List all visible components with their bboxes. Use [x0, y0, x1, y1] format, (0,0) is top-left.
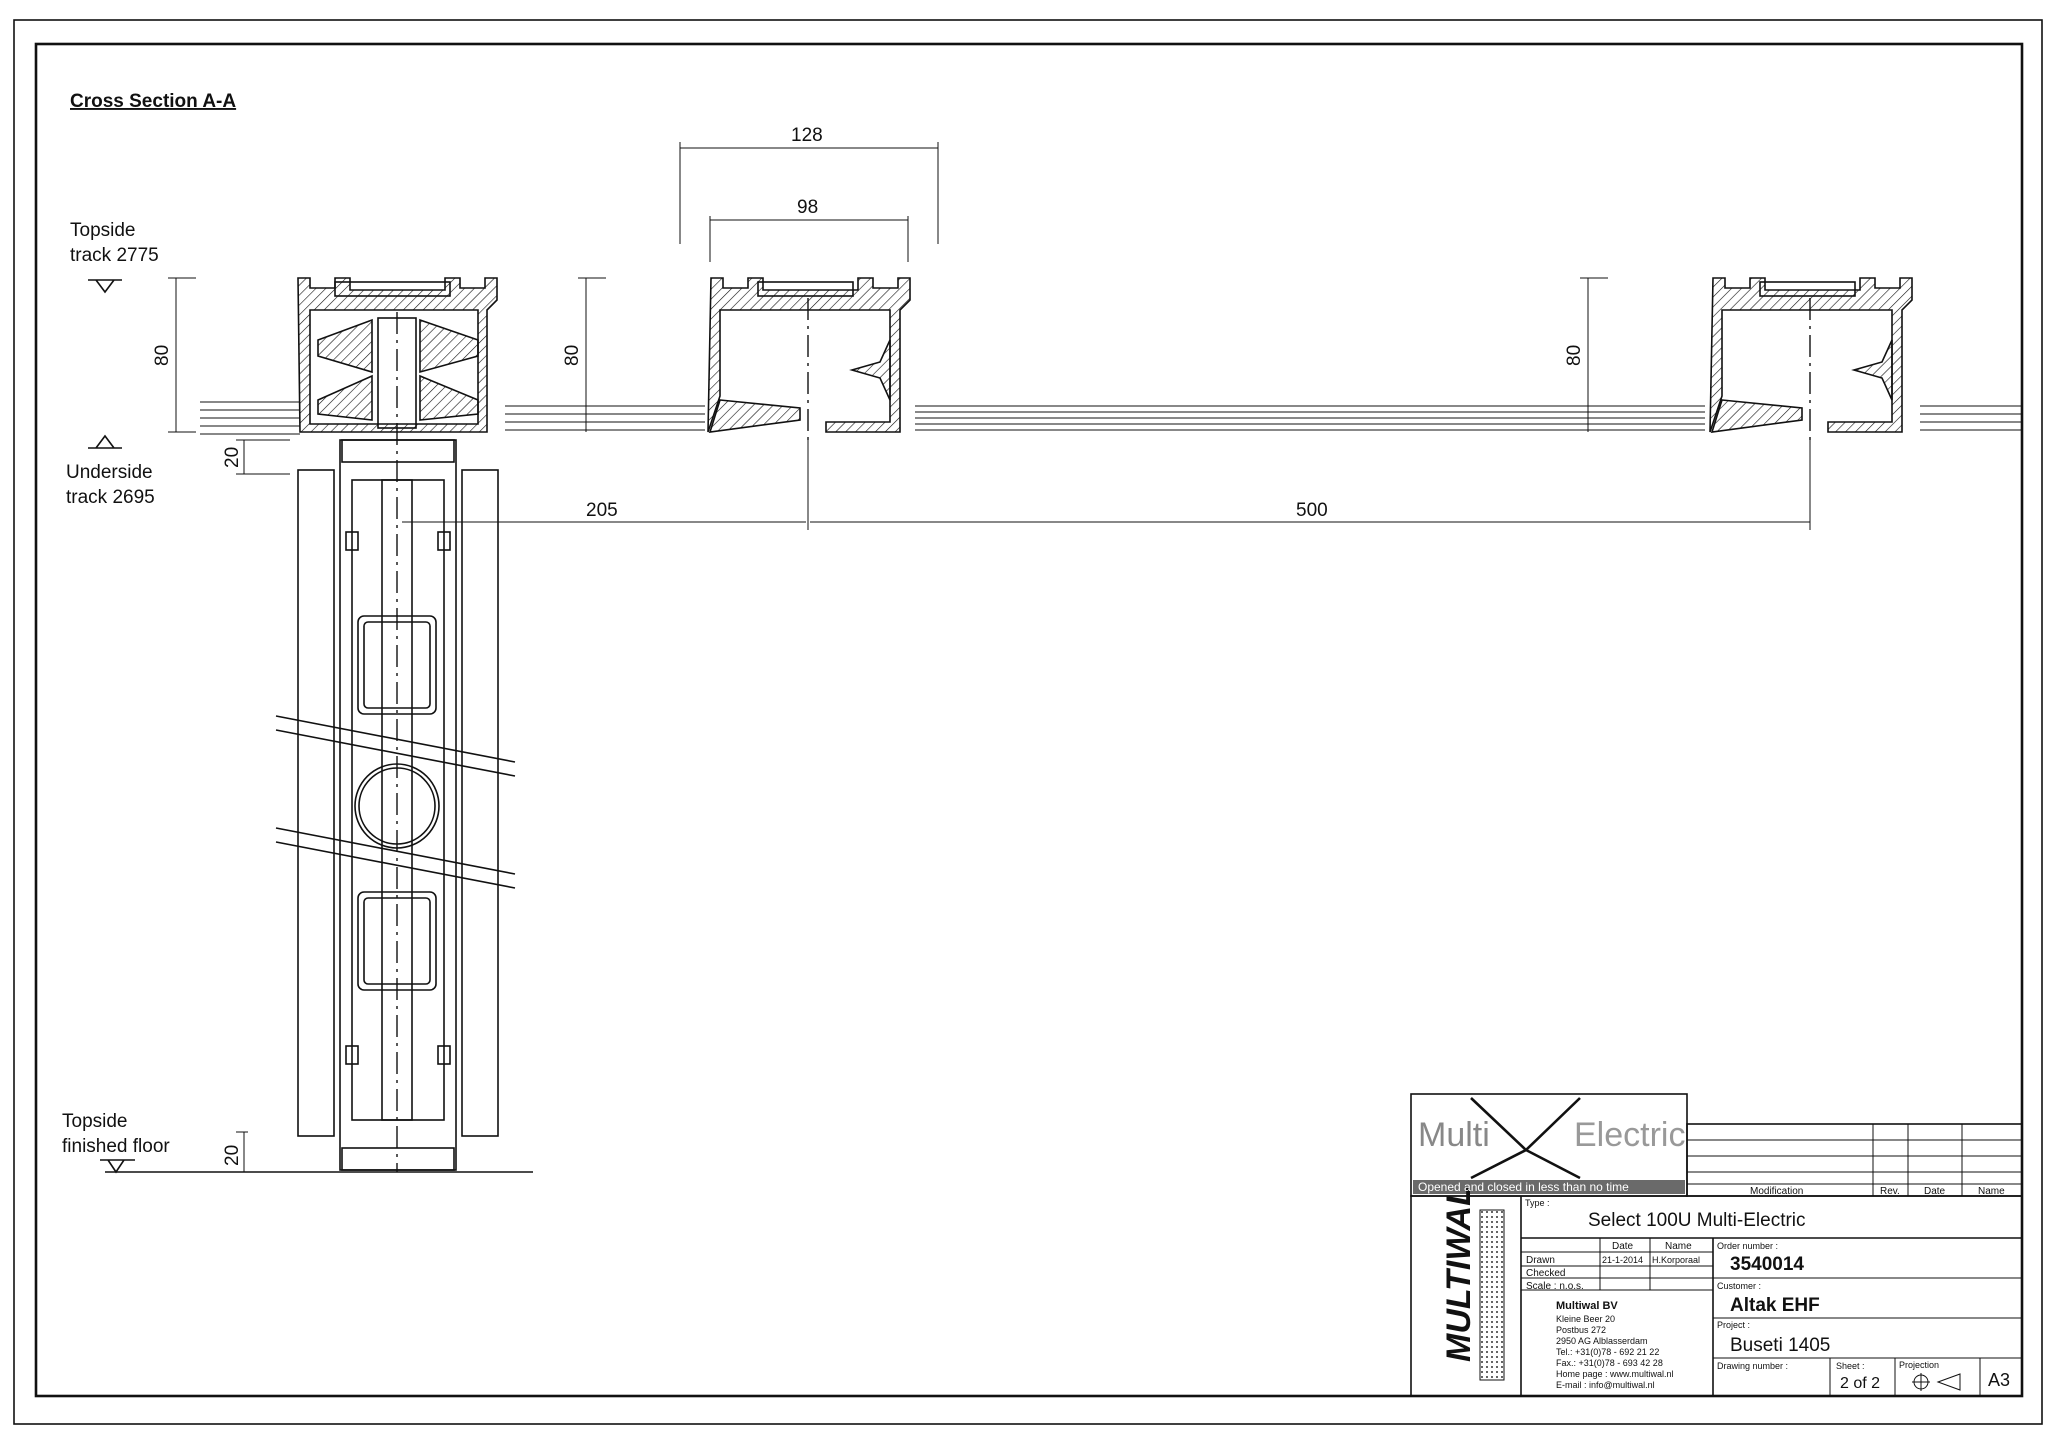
dim-height-mid: 80 [562, 345, 583, 366]
checked-label: Checked [1526, 1268, 1565, 1279]
underside-track-value: track 2695 [66, 487, 155, 508]
drawn-name: H.Korporaal [1652, 1255, 1700, 1265]
section-title: Cross Section A-A [70, 91, 236, 112]
company-fax: Fax.: +31(0)78 - 693 42 28 [1556, 1358, 1663, 1368]
level-marker-under-icon [88, 434, 122, 449]
title-block: MULTIWAL [1410, 1093, 2023, 1397]
company-web: Home page : www.multiwal.nl [1556, 1369, 1674, 1379]
multiwal-logo-text: MULTIWAL [1440, 1185, 1478, 1362]
type-label: Type : [1525, 1198, 1550, 1208]
type-value: Select 100U Multi-Electric [1588, 1210, 1806, 1231]
finished-floor-label: Topside [62, 1111, 128, 1132]
brand-slogan: Opened and closed in less than no time [1418, 1180, 1629, 1194]
scale-label: Scale : n.o.s. [1526, 1281, 1584, 1292]
dim-inner-width: 98 [797, 197, 818, 218]
topside-track-value: track 2775 [70, 245, 159, 266]
door-panel-section [275, 439, 516, 1171]
outer-frame [13, 19, 2043, 1425]
finished-floor-value: finished floor [62, 1136, 170, 1157]
ceiling-strips [200, 401, 2022, 435]
modification-header: Modification [1750, 1186, 1803, 1197]
sheet-label: Sheet : [1836, 1361, 1865, 1371]
level-marker-top-icon [88, 279, 122, 294]
company-name: Multiwal BV [1556, 1300, 1618, 1312]
dim-outer-width: 128 [791, 125, 823, 146]
projection-label: Projection [1899, 1360, 1939, 1370]
date-col: Date [1612, 1241, 1634, 1252]
left-track-profile [297, 277, 498, 1172]
inner-frame [34, 42, 2024, 1398]
level-marker-floor-icon [100, 1159, 135, 1174]
middle-track-profile [707, 277, 911, 440]
drawing-number-label: Drawing number : [1717, 1361, 1788, 1371]
dim-underside-gap: 20 [222, 447, 243, 468]
rev-header: Rev. [1880, 1186, 1900, 1197]
customer-label: Customer : [1717, 1281, 1761, 1291]
underside-track-label: Underside [66, 462, 153, 483]
dim-offset: 205 [586, 500, 618, 521]
company-line2: Postbus 272 [1556, 1325, 1606, 1335]
company-email: E-mail : info@multiwal.nl [1556, 1380, 1655, 1390]
drawn-label: Drawn [1526, 1255, 1555, 1266]
customer-value: Altak EHF [1730, 1295, 1820, 1316]
brand-multi: Multi [1418, 1116, 1490, 1154]
drawn-date: 21-1-2014 [1602, 1255, 1643, 1265]
dimension-lines [168, 142, 1811, 1172]
dim-height-left: 80 [152, 345, 173, 366]
order-label: Order number : [1717, 1241, 1778, 1251]
dim-height-right: 80 [1564, 345, 1585, 366]
dim-floor-gap: 20 [222, 1145, 243, 1166]
sheet-value: 2 of 2 [1840, 1375, 1880, 1392]
format-value: A3 [1988, 1370, 2010, 1390]
topside-track-label: Topside [70, 220, 136, 241]
order-value: 3540014 [1730, 1254, 1804, 1275]
name-col: Name [1665, 1241, 1692, 1252]
project-label: Project : [1717, 1320, 1750, 1330]
date-header: Date [1924, 1186, 1946, 1197]
company-tel: Tel.: +31(0)78 - 692 21 22 [1556, 1347, 1659, 1357]
company-line1: Kleine Beer 20 [1556, 1314, 1615, 1324]
company-line3: 2950 AG Alblasserdam [1556, 1336, 1648, 1346]
brand-electric: Electric [1574, 1116, 1685, 1154]
right-track-profile [1709, 277, 1913, 440]
name-header: Name [1978, 1186, 2005, 1197]
multiwal-logo-panel [1479, 1209, 1505, 1381]
project-value: Buseti 1405 [1730, 1335, 1830, 1356]
dim-spacing: 500 [1296, 500, 1328, 521]
